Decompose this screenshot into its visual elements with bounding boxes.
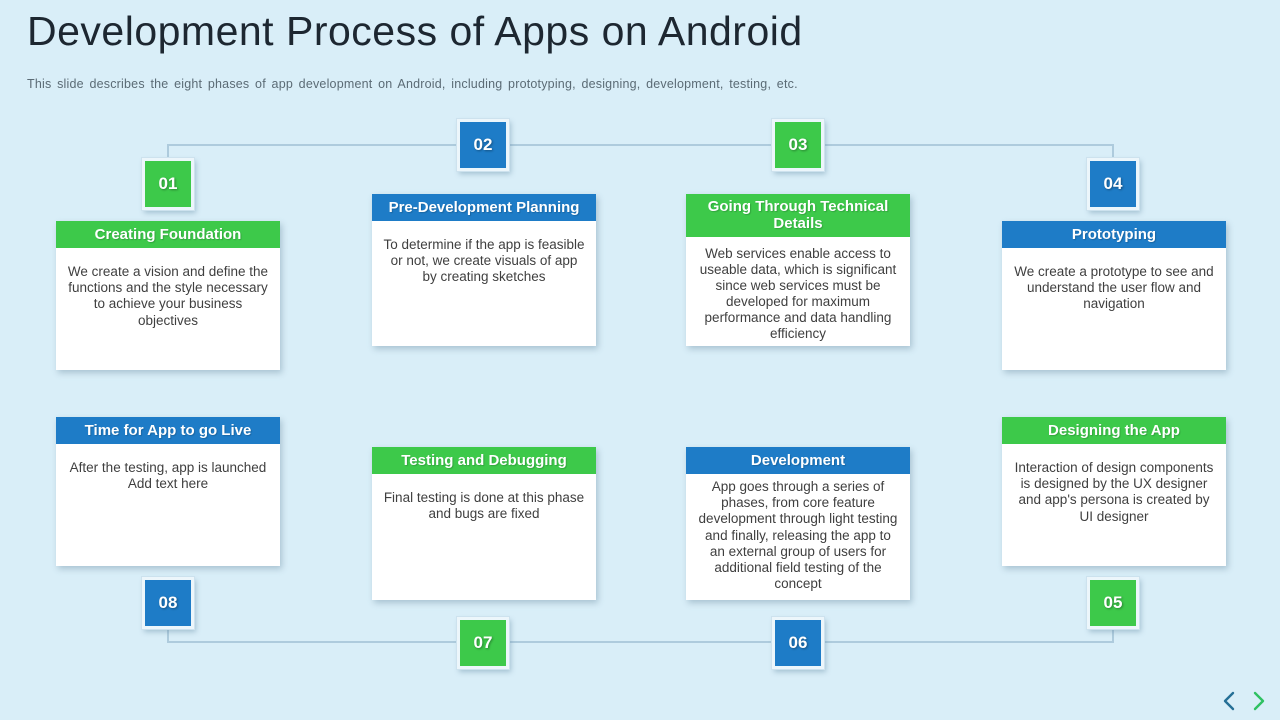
chevron-left-icon <box>1223 691 1235 711</box>
phase-card-description: App goes through a series of phases, fro… <box>698 479 898 592</box>
phase-badge-07: 07 <box>457 617 509 669</box>
phase-card-description: We create a prototype to see and underst… <box>1014 264 1214 312</box>
phase-number: 04 <box>1103 174 1123 193</box>
phase-card-title: Testing and Debugging <box>372 447 596 474</box>
connector-stub-top-left <box>167 144 169 160</box>
connector-stub-bottom-left <box>167 627 169 643</box>
slide-navigation <box>1220 690 1268 712</box>
connector-line-top <box>168 144 1114 146</box>
phase-card-going-through-technical-details: Going Through Technical Details Web serv… <box>686 194 910 346</box>
phase-card-designing-the-app: Designing the App Interaction of design … <box>1002 417 1226 566</box>
phase-card-title: Prototyping <box>1002 221 1226 248</box>
phase-card-title: Pre-Development Planning <box>372 194 596 221</box>
phase-badge-06: 06 <box>772 617 824 669</box>
phase-card-title: Designing the App <box>1002 417 1226 444</box>
phase-card-title: Development <box>686 447 910 474</box>
phase-badge-03: 03 <box>772 119 824 171</box>
phase-card-description: To determine if the app is feasible or n… <box>383 237 585 285</box>
phase-number: 03 <box>788 135 808 154</box>
phase-card-time-for-app-to-go-live: Time for App to go Live After the testin… <box>56 417 280 566</box>
phase-card-title: Creating Foundation <box>56 221 280 248</box>
phase-card-development: Development App goes through a series of… <box>686 447 910 600</box>
phase-card-title: Going Through Technical Details <box>686 194 910 237</box>
page-title: Development Process of Apps on Android <box>27 8 803 54</box>
phase-number: 08 <box>158 593 178 612</box>
slide-subtitle: This slide describes the eight phases of… <box>27 77 798 91</box>
phase-badge-08: 08 <box>142 577 194 629</box>
phase-number: 01 <box>158 174 178 193</box>
connector-line-bottom <box>168 641 1114 643</box>
phase-card-pre-development-planning: Pre-Development Planning To determine if… <box>372 194 596 346</box>
phase-card-description: Web services enable access to useable da… <box>699 245 897 342</box>
phase-card-description: Interaction of design components is desi… <box>1014 460 1214 524</box>
phase-number: 05 <box>1103 593 1123 612</box>
phase-badge-02: 02 <box>457 119 509 171</box>
phase-number: 06 <box>788 633 808 652</box>
phase-badge-05: 05 <box>1087 577 1139 629</box>
phase-card-prototyping: Prototyping We create a prototype to see… <box>1002 221 1226 370</box>
next-slide-button[interactable] <box>1250 690 1268 712</box>
phase-card-creating-foundation: Creating Foundation We create a vision a… <box>56 221 280 370</box>
previous-slide-button[interactable] <box>1220 690 1238 712</box>
phase-number: 07 <box>473 633 493 652</box>
phase-card-description: After the testing, app is launched Add t… <box>69 460 267 492</box>
phase-card-title: Time for App to go Live <box>56 417 280 444</box>
phase-card-testing-and-debugging: Testing and Debugging Final testing is d… <box>372 447 596 600</box>
phase-card-description: Final testing is done at this phase and … <box>383 490 585 522</box>
phase-badge-04: 04 <box>1087 158 1139 210</box>
chevron-right-icon <box>1253 691 1265 711</box>
phase-card-description: We create a vision and define the functi… <box>67 264 269 328</box>
phase-badge-01: 01 <box>142 158 194 210</box>
phase-number: 02 <box>473 135 493 154</box>
connector-stub-bottom-right <box>1112 627 1114 643</box>
connector-stub-top-right <box>1112 144 1114 160</box>
